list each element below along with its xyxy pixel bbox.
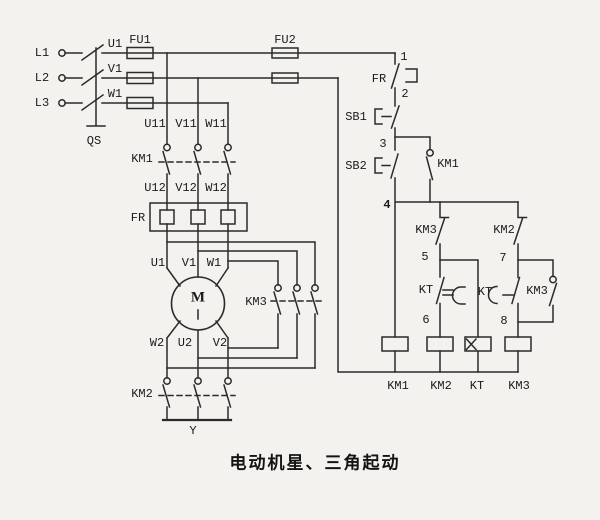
kt-no-delayed-contact <box>487 276 521 373</box>
label-node-7: 7 <box>499 251 507 265</box>
label-coil-km2: KM2 <box>430 379 452 393</box>
fr-thermal-element <box>149 202 248 232</box>
label-sb2: SB2 <box>345 159 367 173</box>
motor-symbol <box>170 276 226 331</box>
label-km1-main: KM1 <box>131 152 153 166</box>
label-coil-km1: KM1 <box>387 379 409 393</box>
label-node-4: 4 <box>383 198 391 212</box>
km1-aux-contact <box>394 136 434 203</box>
label-v12: V12 <box>175 181 197 195</box>
label-l3: L3 <box>34 96 50 110</box>
km2-main-contacts <box>158 377 236 421</box>
qs-switch <box>64 43 106 127</box>
kt-nc-delayed-contact <box>435 276 466 373</box>
label-node-8: 8 <box>500 314 508 328</box>
label-node-3: 3 <box>379 137 387 151</box>
fr-nc-contact <box>390 52 418 107</box>
label-l2: L2 <box>34 71 50 85</box>
label-motor-v1: V1 <box>181 256 197 270</box>
sb1-button <box>374 105 400 151</box>
control-rails <box>337 77 519 373</box>
label-coil-km3: KM3 <box>508 379 530 393</box>
label-sb1: SB1 <box>345 110 367 124</box>
label-km1-aux: KM1 <box>437 157 459 171</box>
label-km3-aux: KM3 <box>526 284 548 298</box>
label-kt-nc: KT <box>418 283 434 297</box>
label-km3-nc: KM3 <box>415 223 437 237</box>
label-node-6: 6 <box>422 313 430 327</box>
power-source-terminals <box>58 49 66 107</box>
label-motor-u2: U2 <box>177 336 193 350</box>
label-u12: U12 <box>144 181 166 195</box>
km3-main-contacts <box>270 284 322 369</box>
phase-wires <box>101 52 396 379</box>
coils <box>381 336 532 352</box>
label-km2-main: KM2 <box>131 387 153 401</box>
label-motor-w1: W1 <box>206 256 222 270</box>
label-node-1: 1 <box>400 50 408 64</box>
sb2-button <box>374 153 399 179</box>
km2-nc-contact <box>513 201 528 279</box>
label-km2-nc: KM2 <box>493 223 515 237</box>
label-km3-main: KM3 <box>245 295 267 309</box>
label-motor-v2: V2 <box>212 336 228 350</box>
label-node-2: 2 <box>401 87 409 101</box>
label-kt-no: KT <box>477 285 493 299</box>
label-motor-u1: U1 <box>150 256 166 270</box>
km3-nc-contact <box>435 201 450 278</box>
label-fr-main: FR <box>130 211 146 225</box>
label-l1: L1 <box>34 46 50 60</box>
control-main-branch <box>394 177 519 373</box>
label-w1-line: W1 <box>107 87 123 101</box>
km3-aux-contact <box>517 259 558 323</box>
label-qs: QS <box>86 134 102 148</box>
kt-coil-branch <box>439 259 479 373</box>
label-fu1: FU1 <box>129 33 151 47</box>
label-u1-line: U1 <box>107 37 123 51</box>
fu2-fuses <box>271 47 299 84</box>
diagram-title: 电动机星、三角起动 <box>229 453 401 474</box>
label-node-5: 5 <box>421 250 429 264</box>
label-u11: U11 <box>144 117 166 131</box>
label-motor-m: M <box>190 289 206 306</box>
label-star-y: Y <box>189 424 197 438</box>
fu1-fuses <box>126 46 154 110</box>
label-fu2: FU2 <box>274 33 296 47</box>
label-coil-kt: KT <box>469 379 485 393</box>
label-w12: W12 <box>205 181 227 195</box>
label-v11: V11 <box>175 117 197 131</box>
label-w11: W11 <box>205 117 227 131</box>
label-fr-contact: FR <box>371 72 387 86</box>
label-motor-w2: W2 <box>149 336 165 350</box>
km1-main-contacts <box>158 143 236 175</box>
label-v1-line: V1 <box>107 62 123 76</box>
